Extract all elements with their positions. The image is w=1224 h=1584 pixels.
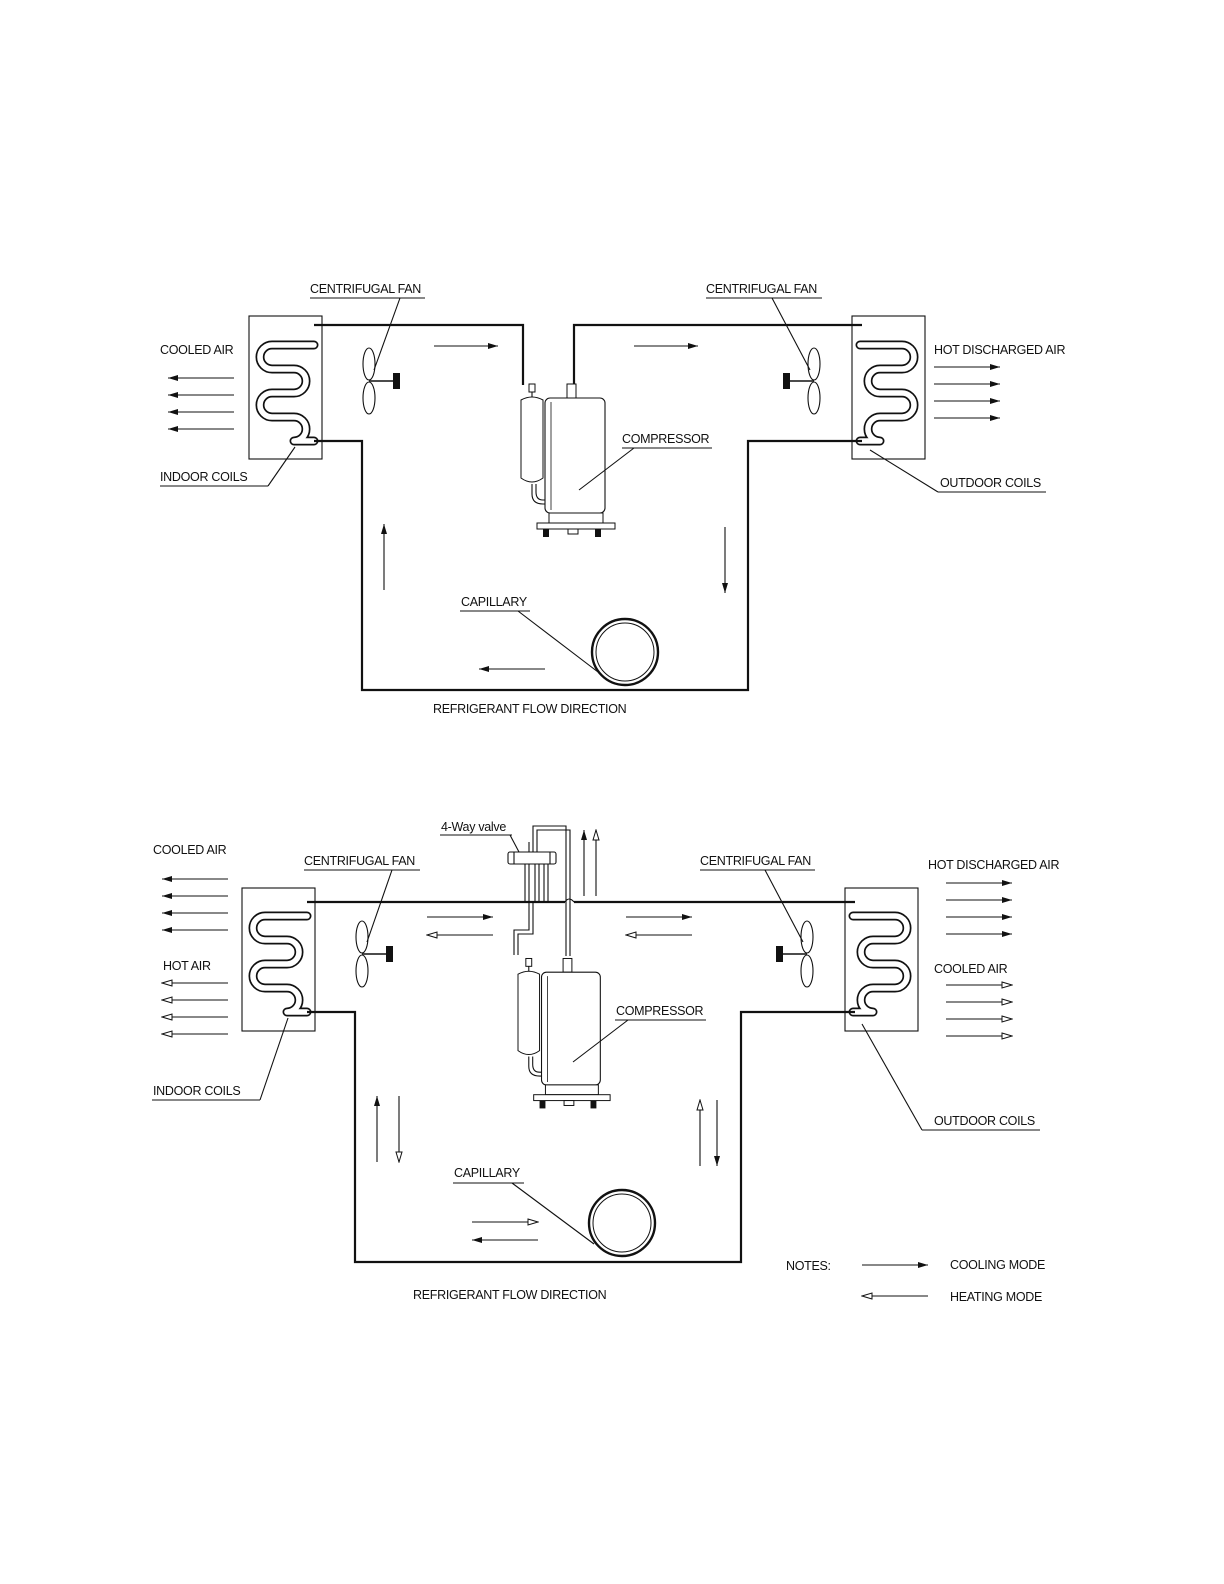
- indoor-coils-leader: [267, 446, 296, 487]
- outdoor-coil-unit: [851, 315, 926, 460]
- outdoor-coil-frame: [844, 887, 919, 1032]
- legend: NOTES: COOLING MODE HEATING MODE: [786, 1258, 1045, 1304]
- indoor-coil-frame: [248, 315, 323, 460]
- capillary-label: CAPILLARY: [454, 1166, 521, 1180]
- pipe-loop: [307, 1010, 855, 1264]
- outdoor-coil-icon: [853, 916, 907, 1012]
- right-cooled-air-label: COOLED AIR: [934, 962, 1008, 976]
- left-cooled-air-label: COOLED AIR: [153, 843, 227, 857]
- compressor-icon: [520, 383, 616, 538]
- outdoor-coils-label: OUTDOOR COILS: [940, 476, 1041, 490]
- pipe-discharge: [572, 323, 862, 385]
- flow-direction-label: REFRIGERANT FLOW DIRECTION: [433, 702, 627, 716]
- flow-direction-label: REFRIGERANT FLOW DIRECTION: [413, 1288, 607, 1302]
- indoor-coils-label: INDOOR COILS: [153, 1084, 240, 1098]
- valve-leader: [509, 834, 520, 853]
- compressor-label: COMPRESSOR: [622, 432, 710, 446]
- indoor-coil-icon: [260, 345, 314, 441]
- compressor-label: COMPRESSOR: [616, 1004, 704, 1018]
- pipe-loop: [314, 439, 862, 692]
- cooled-air-arrows: [168, 375, 234, 432]
- capillary-icon: [587, 1188, 657, 1258]
- capillary-icon: [590, 617, 660, 687]
- left-fan-leader: [366, 869, 393, 943]
- right-fan-icon: [775, 920, 814, 988]
- left-cooled-air-arrows: [162, 876, 228, 933]
- indoor-coil-unit: [241, 887, 316, 1032]
- compressor-leader: [578, 447, 635, 491]
- cooling-diagram: CENTRIFUGAL FAN CENTRIFUGAL FAN COOLED A…: [160, 282, 1066, 716]
- legend-notes-label: NOTES:: [786, 1259, 831, 1273]
- right-hot-discharged-air-label: HOT DISCHARGED AIR: [928, 858, 1059, 872]
- left-fan-label: CENTRIFUGAL FAN: [310, 282, 421, 296]
- right-fan-leader: [764, 869, 804, 943]
- indoor-coils-leader: [259, 1017, 289, 1101]
- right-fan-label: CENTRIFUGAL FAN: [706, 282, 817, 296]
- capillary-leader: [511, 1182, 595, 1245]
- outdoor-coils-leader: [861, 1023, 923, 1131]
- four-way-valve-icon: [507, 825, 571, 956]
- left-air-label: COOLED AIR: [160, 343, 234, 357]
- right-hot-discharged-air-arrows: [946, 880, 1012, 937]
- legend-heating-label: HEATING MODE: [950, 1290, 1042, 1304]
- right-air-label: HOT DISCHARGED AIR: [934, 343, 1065, 357]
- outdoor-coil-unit: [844, 887, 919, 1032]
- pipe-suction: [314, 323, 525, 385]
- outdoor-coil-frame: [851, 315, 926, 460]
- legend-cooling-label: COOLING MODE: [950, 1258, 1045, 1272]
- indoor-coils-label: INDOOR COILS: [160, 470, 247, 484]
- capillary-label: CAPILLARY: [461, 595, 528, 609]
- left-fan-label: CENTRIFUGAL FAN: [304, 854, 415, 868]
- outdoor-coils-leader: [869, 449, 939, 493]
- four-way-valve-label: 4-Way valve: [441, 820, 506, 834]
- right-fan-label: CENTRIFUGAL FAN: [700, 854, 811, 868]
- left-hot-air-label: HOT AIR: [163, 959, 211, 973]
- indoor-coil-icon: [253, 916, 307, 1012]
- compressor-icon: [517, 957, 611, 1109]
- heat-pump-diagram: 4-Way valve COOLED AIR CENTRIFUGAL FAN C…: [152, 820, 1060, 1304]
- left-fan-icon: [355, 920, 394, 988]
- indoor-coil-frame: [241, 887, 316, 1032]
- outdoor-coils-label: OUTDOOR COILS: [934, 1114, 1035, 1128]
- outdoor-coil-icon: [860, 345, 914, 441]
- compressor-leader: [572, 1019, 629, 1063]
- left-hot-air-arrows: [162, 983, 228, 1034]
- hot-discharged-air-arrows: [934, 364, 1000, 421]
- right-fan-leader: [771, 297, 811, 371]
- capillary-leader: [517, 610, 599, 673]
- left-fan-icon: [362, 347, 401, 415]
- right-cooled-air-arrows: [946, 985, 1012, 1036]
- left-fan-leader: [373, 297, 401, 371]
- indoor-coil-unit: [248, 315, 323, 460]
- right-fan-icon: [782, 347, 821, 415]
